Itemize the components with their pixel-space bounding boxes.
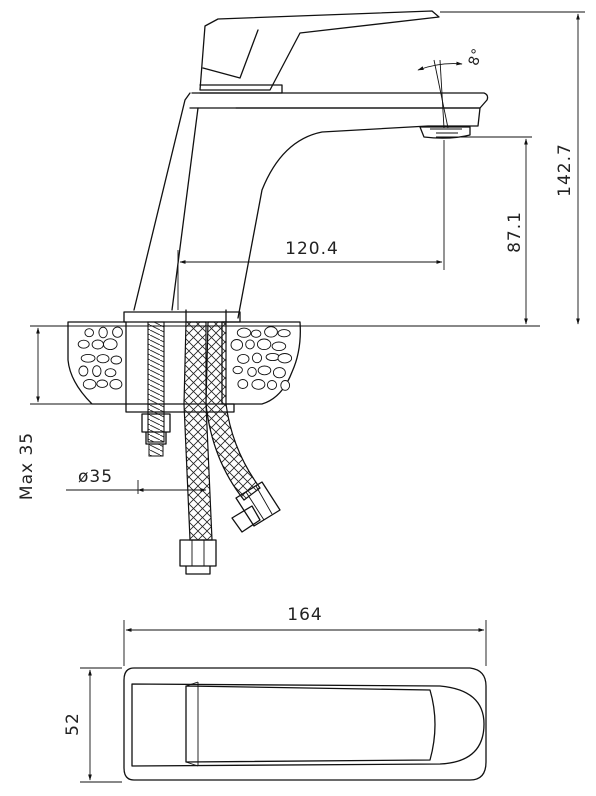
lever-base — [199, 84, 283, 94]
lever-handle — [199, 10, 440, 91]
stone-pebble — [80, 353, 96, 363]
dim-width-label: 52 — [63, 712, 83, 736]
stud-nut — [141, 413, 171, 445]
dim-angle-label: 8° — [466, 46, 487, 68]
dim-length-label: 164 — [287, 605, 322, 625]
stone-pebble — [104, 368, 117, 378]
hose-entry — [185, 309, 227, 323]
spout — [235, 107, 481, 319]
stone-pebble — [96, 379, 109, 388]
deck-left — [67, 321, 127, 405]
hose-bent-fitting — [231, 481, 281, 533]
mounting-hardware — [141, 309, 281, 575]
aerator-slots — [430, 128, 462, 134]
stone-pebble — [251, 352, 263, 364]
stone-pebble — [98, 326, 108, 339]
stone-pebble — [112, 326, 123, 338]
stone-pebble — [232, 365, 243, 375]
angle-leg-vertical — [439, 59, 445, 129]
angle-arc — [417, 61, 463, 71]
dim-deck-label: Max 35 — [17, 432, 37, 500]
stud-end — [148, 443, 164, 457]
stone-pebble — [272, 367, 286, 379]
body-cap — [189, 92, 489, 109]
stone-pebble — [230, 339, 244, 351]
aerator — [419, 126, 471, 139]
stone-pebble — [280, 380, 291, 391]
body-left-profile — [133, 92, 191, 311]
dim-total-height-label: 142.7 — [555, 143, 575, 197]
stone-pebble — [92, 365, 102, 377]
stone-pebble — [84, 328, 94, 338]
stone-pebble — [250, 329, 262, 338]
stone-pebble — [82, 378, 97, 390]
dim-spout-height-label: 87.1 — [505, 211, 525, 253]
lever-handle-inner — [202, 29, 259, 79]
stone-pebble — [251, 379, 266, 390]
stone-pebble — [245, 339, 255, 350]
hose-bent-nut-flats — [245, 485, 273, 521]
hose-straight-nut-flats — [191, 540, 205, 566]
stone-pebble — [110, 355, 123, 365]
hose-straight-fitting — [179, 539, 217, 575]
threaded-stud — [147, 321, 165, 443]
stone-pebble — [256, 338, 272, 351]
dimension-lines: 142.7 87.1 120.4 8° Max 35 ø35 — [17, 11, 585, 500]
width-extensions — [80, 667, 122, 783]
top-handle-outline — [131, 683, 485, 767]
deck-section — [67, 321, 301, 413]
stone-pebble — [236, 327, 252, 338]
stone-texture-left — [77, 326, 123, 390]
top-view-dimensions: 164 52 — [63, 605, 487, 783]
deck-right — [221, 321, 301, 405]
stone-pebble — [257, 365, 272, 376]
stone-pebble — [91, 339, 104, 350]
hose-bent — [205, 321, 261, 501]
top-handle-step — [185, 681, 199, 767]
stone-pebble — [277, 329, 291, 338]
stone-pebble — [78, 365, 89, 377]
stone-pebble — [277, 353, 293, 364]
stone-pebble — [264, 326, 278, 338]
stone-pebble — [96, 354, 110, 364]
dim-hole-label: ø35 — [78, 467, 113, 487]
stone-pebble — [265, 352, 280, 362]
stone-pebble — [266, 380, 278, 390]
stone-pebble — [103, 338, 118, 351]
top-outer-body — [123, 667, 487, 781]
top-handle-inner — [185, 685, 436, 763]
stone-pebble — [77, 339, 90, 349]
dim-spout-reach-label: 120.4 — [285, 239, 339, 259]
faucet-top-view — [123, 667, 487, 781]
angle-leg-tilted — [433, 59, 449, 129]
stone-pebble — [237, 353, 250, 364]
stone-pebble — [237, 379, 249, 389]
base-plate — [123, 311, 241, 323]
stone-texture-right — [230, 326, 293, 391]
body-front-edge — [171, 107, 199, 311]
stone-pebble — [109, 378, 123, 390]
stone-pebble — [247, 366, 257, 377]
length-extensions — [123, 620, 487, 666]
faucet-side-view — [123, 10, 489, 323]
stone-pebble — [271, 341, 287, 352]
